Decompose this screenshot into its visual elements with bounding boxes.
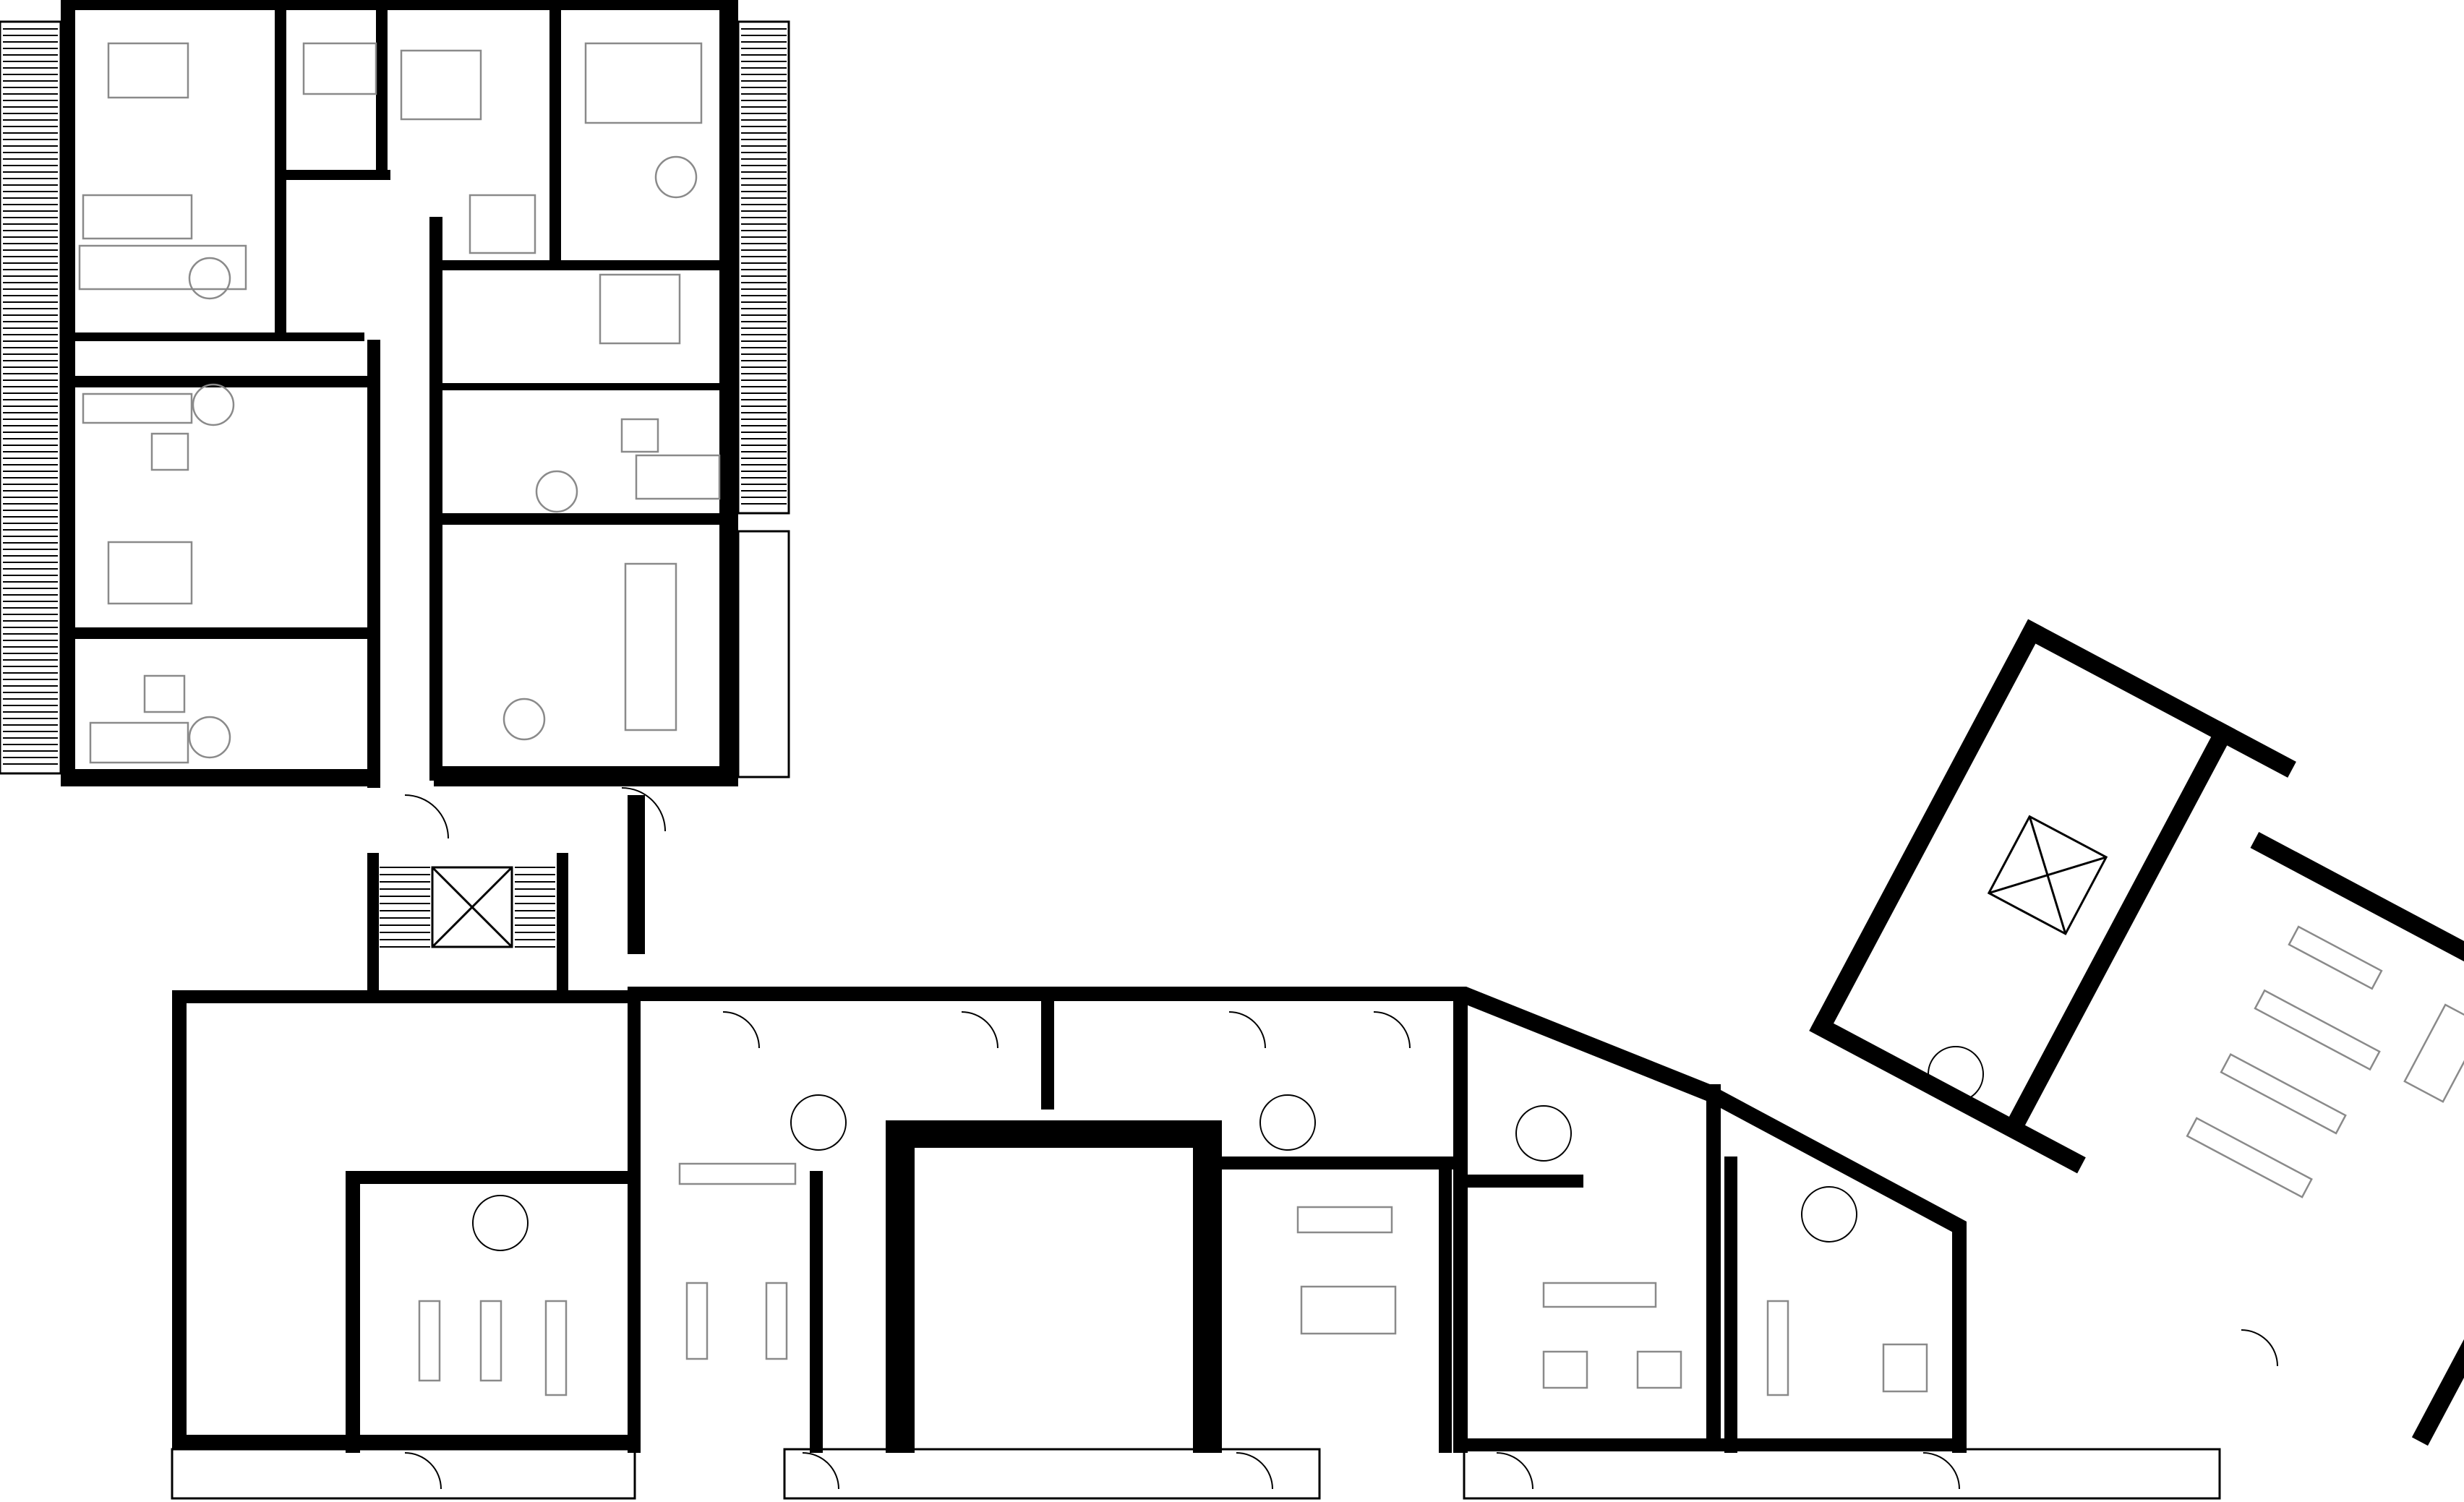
furniture-commercial [418, 1162, 1928, 1396]
residential-block [0, 0, 790, 788]
east-block [1809, 619, 2464, 1446]
commercial-wing [171, 987, 2221, 1500]
stair-core-1 [367, 795, 645, 997]
accessible-wc-group [472, 1046, 1984, 1251]
doors [404, 787, 2278, 1490]
furniture-upper [78, 42, 721, 764]
